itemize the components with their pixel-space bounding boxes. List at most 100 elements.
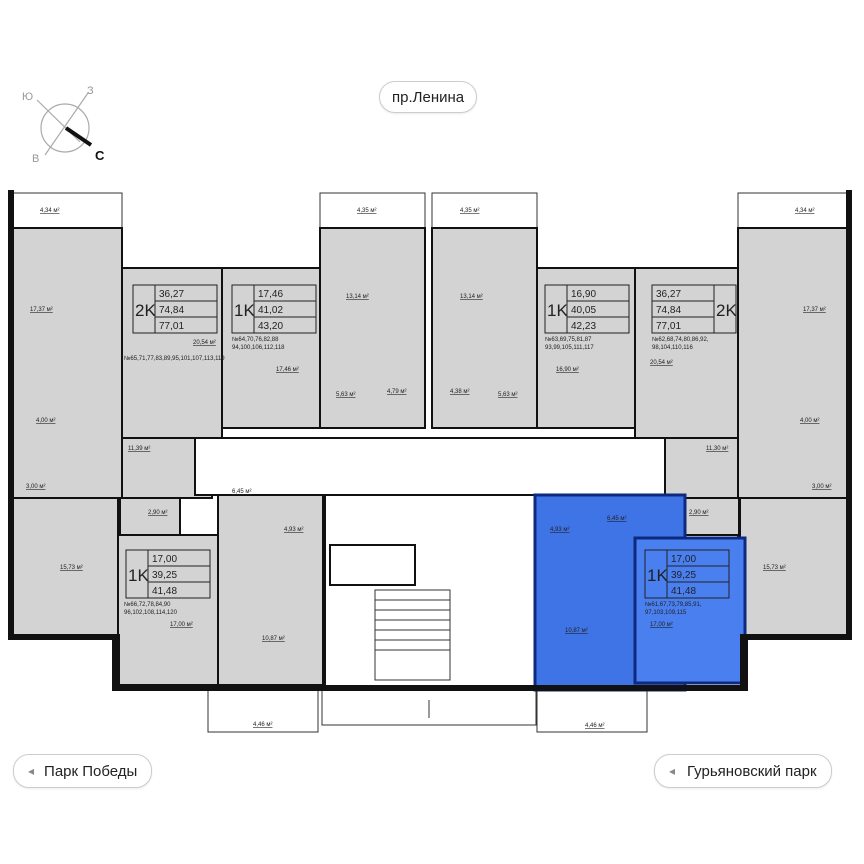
room-area-label: 13,14 м² bbox=[346, 294, 369, 300]
compass: Ю З В С bbox=[22, 85, 105, 165]
room-area-label: 4,34 м² bbox=[795, 208, 814, 214]
area-cell bbox=[253, 316, 317, 334]
apartment-numbers: №65,71,77,83,89,95,101,107,113,119 bbox=[124, 355, 225, 362]
room-area-label: 17,00 м² bbox=[650, 622, 673, 628]
room-area-label: 4,79 м² bbox=[387, 389, 406, 395]
room-area-label: 6,45 м² bbox=[607, 516, 626, 522]
arrow-left-icon: ◂ bbox=[669, 764, 676, 778]
room-area-label: 4,38 м² bbox=[450, 389, 469, 395]
apartment-numbers: №66,72,78,84,90 bbox=[124, 601, 171, 608]
apartment-numbers: 93,99,105,111,117 bbox=[545, 345, 594, 351]
room-area-label: 17,37 м² bbox=[803, 307, 826, 313]
area-value: 16,90 bbox=[571, 289, 596, 300]
room-type: 1K bbox=[647, 566, 668, 585]
room-area-label: 4,46 м² bbox=[253, 722, 272, 728]
room-area-label: 6,45 м² bbox=[232, 489, 251, 495]
room-area-label: 4,00 м² bbox=[36, 418, 55, 424]
area-value: 39,25 bbox=[152, 570, 177, 581]
area-value: 77,01 bbox=[159, 321, 184, 332]
compass-west: З bbox=[87, 85, 94, 97]
room-area-label: 5,63 м² bbox=[498, 392, 517, 398]
area-value: 41,48 bbox=[152, 586, 177, 597]
park-pobedy-button[interactable]: ◂ Парк Победы bbox=[13, 754, 153, 788]
room-area-label: 4,35 м² bbox=[357, 208, 376, 214]
room-area-label: 11,30 м² bbox=[706, 446, 728, 452]
room-area-label: 10,87 м² bbox=[262, 636, 285, 642]
apartment-numbers: 96,102,108,114,120 bbox=[124, 610, 178, 616]
area-cell bbox=[651, 316, 715, 334]
area-value: 74,84 bbox=[656, 305, 681, 316]
apartment-numbers: 94,100,106,112,118 bbox=[232, 345, 285, 351]
room-area-label: 11,39 м² bbox=[128, 446, 150, 452]
room-area-label: 20,54 м² bbox=[650, 360, 673, 366]
area-cell bbox=[666, 581, 730, 599]
area-value: 40,05 bbox=[571, 305, 596, 316]
area-value: 41,02 bbox=[258, 305, 283, 316]
area-cell bbox=[154, 316, 218, 334]
room-area-label: 4,93 м² bbox=[550, 527, 569, 533]
area-value: 39,25 bbox=[671, 570, 696, 581]
room-area-label: 2,90 м² bbox=[689, 510, 708, 516]
compass-east: В bbox=[32, 153, 39, 165]
area-value: 77,01 bbox=[656, 321, 681, 332]
area-cell bbox=[566, 316, 630, 334]
compass-circle bbox=[40, 103, 90, 153]
room-area-label: 16,90 м² bbox=[556, 367, 579, 373]
area-value: 74,84 bbox=[159, 305, 184, 316]
park-name: Гурьяновский парк bbox=[687, 762, 817, 780]
apartment-numbers: №61,67,73,79,85,91, bbox=[645, 601, 702, 608]
area-cell bbox=[147, 581, 211, 599]
room-area-label: 5,63 м² bbox=[336, 392, 355, 398]
guryanovsky-park-button[interactable]: ◂ Гурьяновский парк bbox=[654, 754, 832, 788]
area-value: 17,00 bbox=[152, 554, 177, 565]
room-area-label: 3,00 м² bbox=[812, 484, 831, 490]
room-area-label: 4,00 м² bbox=[800, 418, 819, 424]
area-value: 43,20 bbox=[258, 321, 283, 332]
room-area-label: 4,93 м² bbox=[284, 527, 303, 533]
room-type: 2K bbox=[716, 301, 737, 320]
room-area-label: 20,54 м² bbox=[193, 340, 216, 346]
apartment-info[interactable]: 1K16,9040,0542,23№63,69,75,81,8793,99,10… bbox=[544, 284, 630, 351]
area-value: 17,00 bbox=[671, 554, 696, 565]
area-value: 41,48 bbox=[671, 586, 696, 597]
room-area-label: 17,46 м² bbox=[276, 367, 299, 373]
park-name: Парк Победы bbox=[44, 762, 138, 780]
arrow-left-icon: ◂ bbox=[28, 764, 35, 778]
room-area-label: 4,35 м² bbox=[460, 208, 479, 214]
room-area-label: 4,46 м² bbox=[585, 723, 604, 729]
room-type: 2K bbox=[135, 301, 156, 320]
room-area-label: 15,73 м² bbox=[60, 565, 83, 571]
room-area-label: 15,73 м² bbox=[763, 565, 786, 571]
apartment-info[interactable]: 2K 36,27 74,84 77,01 №62,68,74,80,86,92, 98,1… bbox=[651, 284, 737, 351]
apartment-numbers: 97,103,109,115 bbox=[645, 610, 687, 616]
room-type: 1K bbox=[234, 301, 255, 320]
area-value: 36,27 bbox=[159, 289, 184, 300]
area-value: 17,46 bbox=[258, 289, 283, 300]
room-area-label: 3,00 м² bbox=[26, 484, 45, 490]
staircase bbox=[374, 589, 451, 681]
area-value: 36,27 bbox=[656, 289, 681, 300]
room-area-label: 17,37 м² bbox=[30, 307, 53, 313]
room-area-label: 13,14 м² bbox=[460, 294, 483, 300]
compass-needle bbox=[64, 126, 93, 147]
room-area-label: 2,90 м² bbox=[148, 510, 167, 516]
selected-apartment[interactable] bbox=[533, 493, 747, 692]
room-area-label: 4,34 м² bbox=[40, 208, 59, 214]
room-type: 1K bbox=[128, 566, 149, 585]
street-label-top: пр.Ленина bbox=[379, 81, 478, 113]
room-area-label: 10,87 м² bbox=[565, 628, 588, 634]
room-type: 1K bbox=[547, 301, 568, 320]
room-area-label: 17,00 м² bbox=[170, 622, 193, 628]
compass-south: Ю bbox=[22, 91, 33, 103]
street-name: пр.Ленина bbox=[392, 88, 465, 106]
apartment-numbers: №62,68,74,80,86,92, bbox=[652, 336, 709, 343]
compass-north: С bbox=[95, 148, 105, 163]
apartment-numbers: №63,69,75,81,87 bbox=[545, 336, 592, 343]
apartment-numbers: 98,104,110,116 bbox=[652, 345, 693, 351]
apartment-numbers: №64,70,76,82,88 bbox=[232, 336, 279, 343]
